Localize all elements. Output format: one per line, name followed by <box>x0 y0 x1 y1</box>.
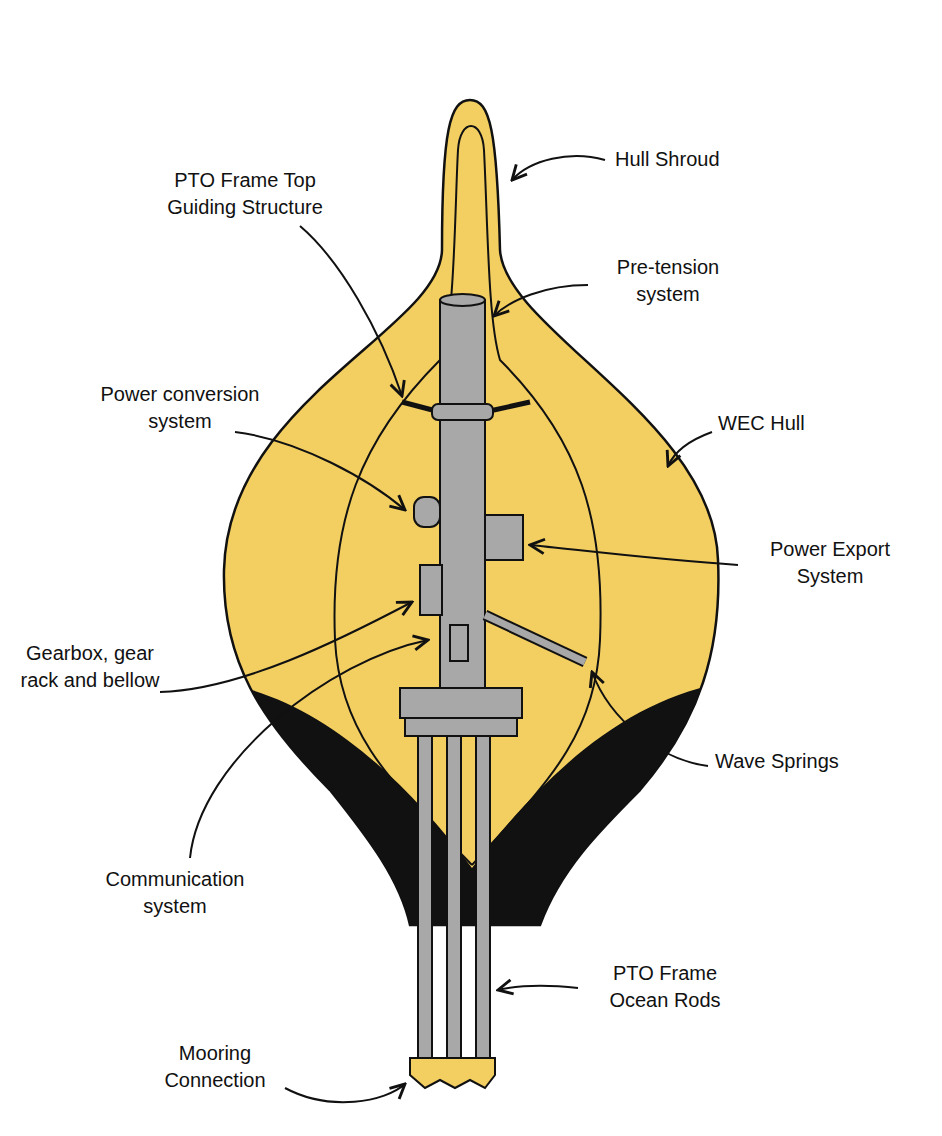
part-label: WEC Hull <box>718 410 805 437</box>
part-label: PTO Frame Top Guiding Structure <box>145 167 345 221</box>
shroud-line <box>334 126 600 865</box>
part-label: Gearbox, gear rack and bellow <box>20 640 160 694</box>
part-label: Power conversion system <box>80 381 280 435</box>
part-label: Hull Shroud <box>615 146 720 173</box>
part-label: Wave Springs <box>715 748 839 775</box>
leader-lines <box>160 156 738 1102</box>
pto-frame <box>400 294 585 1088</box>
part-label: Mooring Connection <box>140 1040 290 1094</box>
part-label: Power Export System <box>745 536 915 590</box>
part-label: PTO Frame Ocean Rods <box>585 960 745 1014</box>
part-label: Communication system <box>75 866 275 920</box>
hull-band <box>200 680 745 940</box>
wec-hull <box>224 100 719 925</box>
part-label: Pre-tension system <box>598 254 738 308</box>
